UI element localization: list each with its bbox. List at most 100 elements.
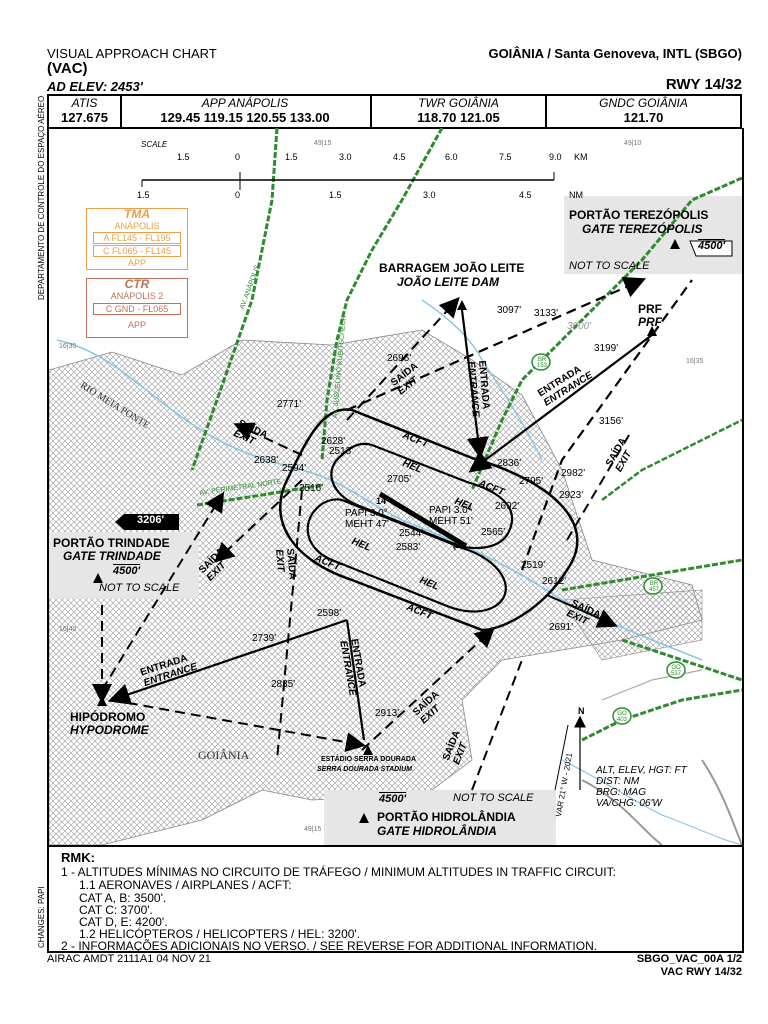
br153-label: BR 153 [536, 357, 547, 369]
go403-label: GO 403 [616, 711, 627, 723]
route-southeast-exit [546, 594, 618, 628]
spot-elevation: 2516' [299, 483, 324, 494]
runway-designator: RWY 14/32 [665, 76, 742, 93]
aerodrome-elevation: AD ELEV: 2453' [47, 79, 143, 94]
grid-top-right: 49|10 [624, 140, 642, 147]
spot-elevation: 2739' [252, 633, 277, 644]
go537-label: GO 537 [670, 665, 681, 677]
road-br153 [470, 176, 742, 491]
tma-box: TMA ANÁPOLIS A FL145 - FL195 C FL065 - F… [86, 207, 188, 270]
route-stadium-exit [361, 627, 495, 751]
remark-cat-de: CAT D, E: 4200'. [79, 915, 168, 929]
gate-trindade-note: NOT TO SCALE [99, 582, 180, 594]
obstacle-badge: 3206' [137, 514, 165, 526]
chart-code: SBGO_VAC_00A 1/2 [636, 953, 742, 965]
freq-app: APP ANÁPOLIS 129.45 119.15 120.55 133.00 [120, 95, 372, 127]
spot-elevation: 2612' [542, 576, 567, 587]
route-terezopolis-in [520, 279, 693, 571]
spot-elevation: 2913' [375, 708, 400, 719]
badge-br153 [531, 353, 551, 371]
scale-label: SCALE [141, 140, 168, 149]
header-divider [47, 94, 742, 96]
remark-1-2: 1.2 HELICÓPTEROS / HELICOPTERS / HEL: 32… [79, 927, 361, 941]
spot-elevation: 3133' [534, 308, 559, 319]
br457-label: BR 457 [648, 581, 659, 593]
freq-twr: TWR GOIÂNIA 118.70 121.05 [372, 95, 547, 127]
ctr-box: CTR ANÁPOLIS 2 C GND - FL065 APP [86, 277, 188, 338]
dam-label-pt: BARRAGEM JOÃO LEITE [379, 261, 525, 275]
gate-trindade-en: GATE TRINDADE [63, 549, 161, 563]
badge-br457 [643, 577, 663, 595]
route-hypodrome-up [101, 491, 225, 691]
road-go537 [621, 638, 742, 682]
road-av-anapolis [190, 128, 279, 471]
spot-elevation: 2594' [282, 463, 307, 474]
spot-elevation: 2923' [559, 490, 584, 501]
spot-elevation: 3097' [497, 305, 522, 316]
road-av-kubitscheck [320, 128, 444, 461]
grid-left-2: 16|40 [59, 626, 77, 633]
hypodrome-en: HYPODROME [70, 723, 149, 737]
route-hypodrome-stadium [111, 699, 366, 753]
road-br457 [561, 558, 742, 592]
road-go403 [581, 688, 742, 742]
spot-elevation: 2628' [321, 436, 346, 447]
freq-gndc: GNDC GOIÂNIA 121.70 [547, 95, 742, 127]
spot-elevation: 2565' [481, 527, 506, 538]
grid-right-1: 16|35 [686, 358, 704, 365]
remarks-title: RMK: [61, 850, 95, 865]
remark-2: 2 - INFORMAÇÕES ADICIONAIS NO VERSO. / S… [61, 939, 598, 953]
spot-elevation: 3000' [567, 321, 592, 332]
spot-elevation: 2771' [277, 399, 302, 410]
gate-trindade-box [49, 532, 199, 598]
remarks-box: RMK: 1 - ALTITUDES MÍNIMAS NO CIRCUITO D… [47, 845, 744, 953]
spot-elevation: 2705' [387, 474, 412, 485]
river-south [561, 759, 742, 845]
changes-side-label: CHANGES: PAPI [37, 886, 46, 948]
gate-terezopolis-alt: 4500' [698, 240, 726, 252]
route-west-exit [276, 489, 303, 761]
hel-circuit-south [306, 498, 507, 613]
gate-trindade-pt: PORTÃO TRINDADE [53, 536, 170, 550]
papi-right: PAPI 3.0°MEHT 51' [429, 505, 473, 527]
grid-left-1: 16|35 [59, 343, 77, 350]
spot-elevation: 3156' [599, 416, 624, 427]
spot-elevation: 2691' [549, 622, 574, 633]
route-prf-entrance [468, 334, 653, 473]
map-frame: SCALE 1.5 0 1.5 3.0 4.5 6.0 7.5 9.0 KM 1… [47, 128, 744, 847]
spot-elevation: 2692' [495, 501, 520, 512]
prf-label-pt: PRF [638, 302, 662, 316]
trindade-symbol [93, 573, 103, 583]
chart-type-abbr: (VAC) [47, 60, 88, 77]
badge-go403 [612, 707, 632, 725]
prf-symbol [647, 326, 657, 336]
spot-elevation: 2513' [329, 446, 354, 457]
route-dam-exit [346, 297, 460, 421]
hidrolandia-symbol [359, 813, 369, 823]
remark-1: 1 - ALTITUDES MÍNIMAS NO CIRCUITO DE TRÁ… [61, 865, 616, 879]
gate-hidrolandia-pt: PORTÃO HIDROLÂNDIA [377, 810, 516, 824]
spot-elevation: 2583' [396, 542, 421, 553]
spot-elevation: 2638' [254, 455, 279, 466]
spot-elevation: 2836' [497, 458, 522, 469]
dam-label-en: JOÃO LEITE DAM [397, 275, 500, 289]
map-canvas [49, 128, 742, 845]
hypodrome-pt: HIPÓDROMO [70, 710, 146, 724]
gate-terezopolis-pt: PORTÃO TEREZÓPOLIS [569, 208, 709, 222]
spot-elevation: 2696' [387, 353, 412, 364]
route-trindade-exit [233, 422, 303, 456]
river-joao-leite [421, 299, 543, 461]
spot-elevation: 2835' [271, 679, 296, 690]
north-label: N [578, 706, 585, 716]
amdt-label: AIRAC AMDT 2111A1 04 NOV 21 [47, 953, 211, 965]
issuer-side-label: DEPARTAMENTO DE CONTROLE DO ESPAÇO AÉREO [37, 95, 46, 300]
terezopolis-symbol [670, 239, 680, 249]
stadium-en: SERRA DOURADA STADIUM [317, 766, 413, 773]
stadium-symbol [363, 745, 373, 755]
gate-hidrolandia-note: NOT TO SCALE [453, 792, 534, 804]
obstacle-badge-shape [115, 514, 179, 530]
grid-top-left: 49|15 [314, 140, 332, 147]
dam-symbol [457, 300, 467, 310]
